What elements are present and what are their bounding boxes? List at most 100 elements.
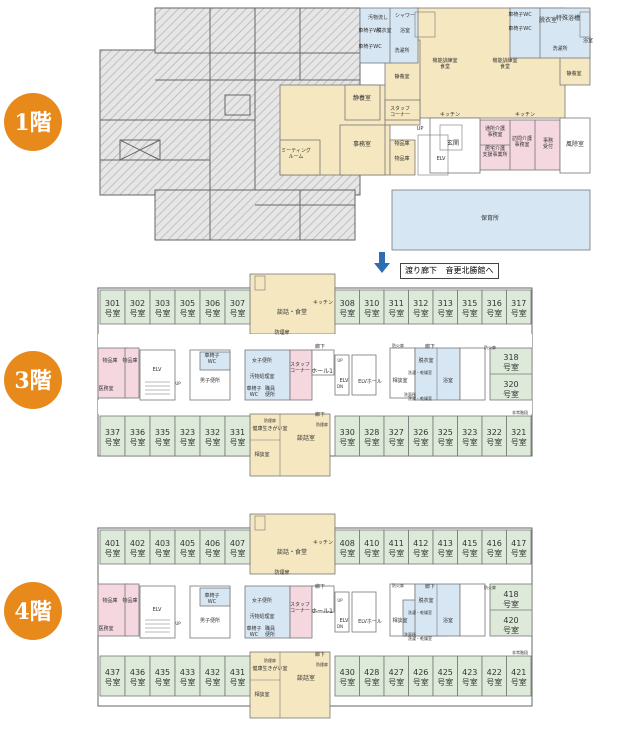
f4-topr-room-411	[383, 529, 409, 565]
f4-counsel-22: 相談室	[392, 617, 407, 624]
bath-area-left	[359, 7, 419, 64]
f3-topr-room-number: 308	[340, 299, 355, 308]
f3-bot-room-331	[224, 415, 251, 457]
f4-dirty-13: 汚物処理室	[249, 613, 274, 620]
f3-top-room-suffix: 号室	[105, 308, 121, 318]
f3-topr-room-310	[359, 289, 385, 325]
f1-lounge-b: 洗濯所	[552, 45, 567, 52]
f1-meeting: ミーティングルーム	[281, 147, 311, 160]
f3-botr-room-326	[408, 415, 434, 457]
f4-side-room-1-num: 420	[503, 616, 518, 625]
f3-botr-room-322	[481, 415, 507, 457]
f4-bot-room-437	[99, 655, 126, 697]
f3-staff-16: スタッフコーナー	[290, 361, 310, 374]
f4-top-room-number: 407	[230, 539, 245, 548]
f1-dress-right: 脱衣室	[539, 16, 557, 24]
f3-topr-room-number: 312	[413, 299, 428, 308]
f1-lounge-a: 洗濯所	[394, 47, 409, 54]
f4-side-room-1-suffix: 号室	[503, 625, 519, 635]
f3-topr-room-317	[506, 289, 532, 325]
f3-dress-23: 脱衣室	[418, 357, 433, 364]
f3-topr-room-suffix: 号室	[511, 308, 527, 318]
f3-botr-room-number: 323	[462, 428, 477, 437]
f3-top-room-number: 303	[155, 299, 170, 308]
f3-bot-room-number: 337	[105, 428, 120, 437]
f3-top-room-301	[99, 289, 126, 325]
f3-botr-room-number: 330	[340, 428, 355, 437]
f3-bot-room-number: 335	[155, 428, 170, 437]
f1-up: UP	[417, 126, 424, 132]
f3-corner-b-34: 防煙扉	[316, 421, 328, 427]
walkway-destination: 音更北勝館へ	[445, 266, 494, 275]
f1-quiet-b: 静養室	[566, 70, 581, 77]
f4-exit-29: 非常階段	[512, 649, 528, 655]
f4-botr-room-427	[383, 655, 409, 697]
f1-care-office-c: 訪問介護事務室	[512, 135, 532, 148]
f3-bot-room-suffix: 号室	[105, 437, 121, 447]
f4-topr-room-number: 413	[438, 539, 453, 548]
f4-topr-room-suffix: 号室	[364, 548, 380, 558]
f4-corridor-3: 廊下	[315, 583, 325, 590]
f4-topr-room-suffix: 号室	[511, 548, 527, 558]
f4-botr-room-number: 430	[340, 668, 355, 677]
f3-topr-room-number: 313	[438, 299, 453, 308]
f3-counsel-33: 相談室	[254, 451, 269, 458]
f1-dress: 脱衣室	[376, 27, 391, 34]
f3-botr-room-number: 322	[487, 428, 502, 437]
f4-botr-room-suffix: 号室	[339, 677, 355, 687]
f4-topr-room-suffix: 号室	[486, 548, 502, 558]
f4-storage-a-5: 物品庫	[102, 597, 117, 604]
f4-top-room-number: 405	[180, 539, 195, 548]
f3-topr-room-number: 311	[389, 299, 404, 308]
f4-bot-room-436	[124, 655, 151, 697]
f4-corridor-4: 廊下	[425, 583, 435, 590]
f3-dining-0: 談話・食堂	[277, 308, 307, 316]
f4-bath-24: 浴室	[443, 617, 453, 624]
f3-top-room-suffix: 号室	[130, 308, 146, 318]
f3-bot-room-number: 323	[180, 428, 195, 437]
f4-botr-room-422	[481, 655, 507, 697]
f3-topr-room-suffix: 号室	[486, 308, 502, 318]
f4-elv-b-18: ELV	[340, 618, 349, 624]
f3-corridor-36: 廊下	[315, 411, 325, 418]
f1-storage-a: 物品庫	[394, 140, 409, 147]
f4-dress-23: 脱衣室	[418, 597, 433, 604]
f4-top-room-406	[199, 529, 226, 565]
f3-topr-room-number: 317	[511, 299, 526, 308]
f4-hall-17: ホール1	[311, 608, 333, 615]
f3-top-room-suffix: 号室	[180, 308, 196, 318]
f4-storage-b-6: 物品庫	[122, 597, 137, 604]
f4-corner-28: 防火扉	[392, 582, 404, 588]
f4-nurse-b-27: 洗濯・乾燥室	[408, 635, 432, 641]
f3-topr-room-suffix: 号室	[339, 308, 355, 318]
f3-corner-28: 防火扉	[392, 342, 404, 348]
f4-elv-hall-21: ELVホール	[358, 619, 382, 625]
f1-entrance: 玄関	[447, 139, 459, 147]
f3-top-room-number: 305	[180, 299, 195, 308]
f3-fire-door-35: 防煙扉	[264, 417, 276, 423]
f3-bot-room-suffix: 号室	[130, 437, 146, 447]
f4-botr-room-number: 427	[389, 668, 404, 677]
f3-top-room-number: 307	[230, 299, 245, 308]
f4-staff-wc-15: 職員便所	[265, 625, 275, 638]
f3-botr-room-330	[334, 415, 360, 457]
badge-floor-3	[4, 351, 62, 409]
f3-top-room-suffix: 号室	[230, 308, 246, 318]
f3-nurse-a-26: 洗濯・乾燥室	[408, 369, 432, 375]
f3-botr-room-number: 326	[413, 428, 428, 437]
f4-botr-room-number: 428	[364, 668, 379, 677]
f4-topr-room-suffix: 号室	[462, 548, 478, 558]
f3-top-room-number: 302	[130, 299, 145, 308]
f3-top-room-302	[124, 289, 151, 325]
f4-botr-room-suffix: 号室	[364, 677, 380, 687]
f3-seminar-32: 談話室	[297, 434, 315, 442]
f3-up-9: UP	[175, 381, 181, 386]
f3-hall-17: ホール1	[311, 368, 333, 375]
f3-left-label-7: 医務室	[98, 385, 113, 392]
f4-botr-room-number: 425	[438, 668, 453, 677]
f4-dn-19: DN	[337, 624, 343, 629]
f3-top-room-305	[174, 289, 201, 325]
f4-bot-room-suffix: 号室	[105, 677, 121, 687]
